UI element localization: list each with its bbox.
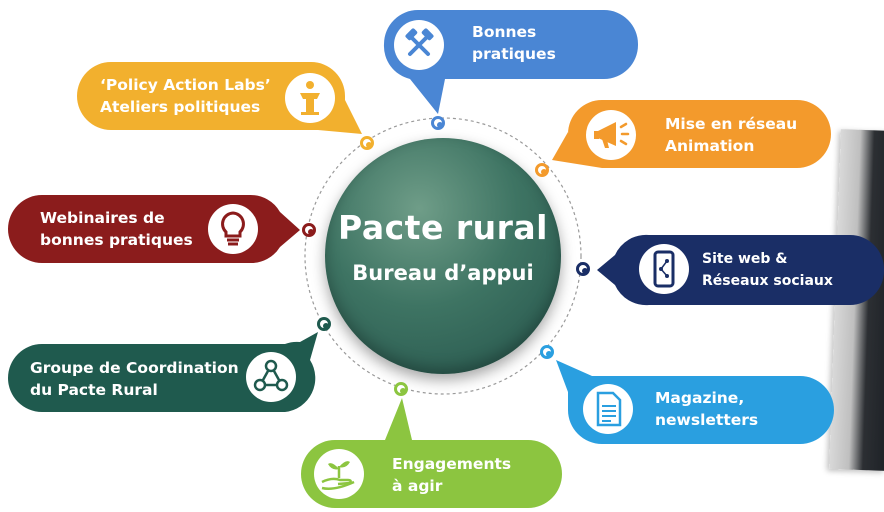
lightbulb-icon bbox=[208, 204, 258, 254]
center-circle: Pacte rural Bureau d’appui bbox=[325, 138, 561, 374]
orbit-dot-magazine bbox=[540, 345, 554, 359]
label-line: Réseaux sociaux bbox=[702, 273, 833, 289]
label-line: du Pacte Rural bbox=[30, 381, 158, 399]
label-site-web: Site web & Réseaux sociaux bbox=[702, 248, 833, 292]
network-people-icon bbox=[246, 352, 296, 402]
label-line: bonnes pratiques bbox=[40, 231, 193, 249]
label-line: Mise en réseau bbox=[665, 115, 798, 133]
bubble-bonnes-pratiques bbox=[383, 10, 638, 114]
label-line: Engagements bbox=[392, 455, 512, 473]
label-mise-en-reseau: Mise en réseau Animation bbox=[665, 113, 797, 157]
orbit-dot-site-web bbox=[576, 262, 590, 276]
label-groupe-coordination: Groupe de Coordination du Pacte Rural bbox=[30, 357, 239, 401]
label-webinaires: Webinaires de bonnes pratiques bbox=[40, 207, 193, 251]
orbit-dot-policy-action-labs bbox=[360, 136, 374, 150]
label-line: Site web & bbox=[702, 251, 788, 267]
plant-hand-icon bbox=[314, 449, 364, 499]
label-line: newsletters bbox=[655, 411, 759, 429]
document-icon bbox=[583, 384, 633, 434]
label-line: pratiques bbox=[472, 45, 556, 63]
label-line: Ateliers politiques bbox=[100, 98, 261, 116]
label-line: Bonnes bbox=[472, 23, 537, 41]
label-line: ‘Policy Action Labs’ bbox=[100, 76, 271, 94]
center-title: Pacte rural bbox=[338, 208, 548, 247]
label-bonnes-pratiques: Bonnes pratiques bbox=[472, 21, 556, 65]
orbit-dot-mise-en-reseau bbox=[535, 163, 549, 177]
orbit-dot-bonnes-pratiques bbox=[431, 116, 445, 130]
label-line: Magazine, bbox=[655, 389, 745, 407]
label-line: Groupe de Coordination bbox=[30, 359, 239, 377]
bubble-groupe-coordination bbox=[8, 332, 318, 412]
label-line: Animation bbox=[665, 137, 755, 155]
tools-icon bbox=[394, 20, 444, 70]
bubble-engagements bbox=[301, 398, 562, 508]
podium-icon bbox=[285, 73, 335, 123]
label-line: Webinaires de bbox=[40, 209, 165, 227]
center-subtitle: Bureau d’appui bbox=[352, 261, 534, 285]
label-line: à agir bbox=[392, 477, 443, 495]
megaphone-icon bbox=[586, 110, 636, 160]
orbit-dot-engagements bbox=[394, 382, 408, 396]
label-magazine: Magazine, newsletters bbox=[655, 387, 758, 431]
smartphone-icon bbox=[639, 244, 689, 294]
orbit-dot-webinaires bbox=[302, 223, 316, 237]
label-policy-action-labs: ‘Policy Action Labs’ Ateliers politiques bbox=[100, 74, 271, 118]
label-engagements: Engagements à agir bbox=[392, 453, 511, 497]
orbit-dot-groupe-coordination bbox=[317, 317, 331, 331]
